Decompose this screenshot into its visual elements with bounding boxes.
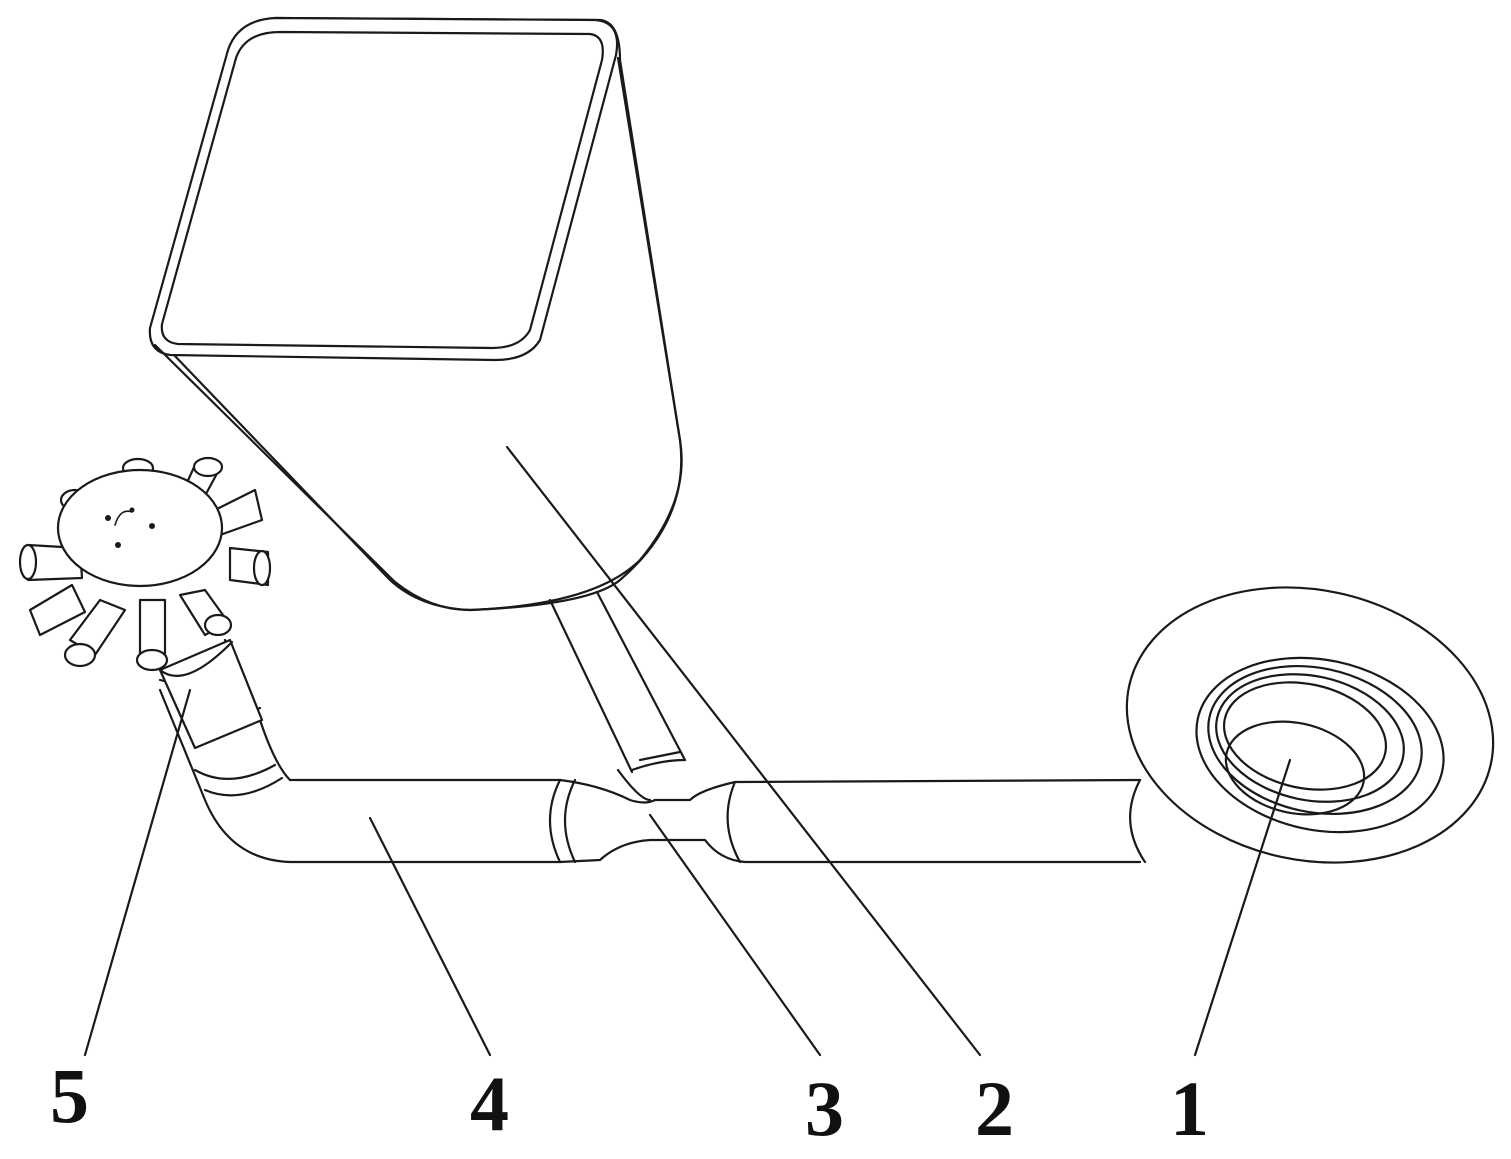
label-part-1: 1 bbox=[1170, 1065, 1209, 1152]
leader-line-3 bbox=[648, 813, 822, 1057]
leader-line-4 bbox=[368, 816, 492, 1057]
leader-line-1 bbox=[1193, 758, 1292, 1057]
label-part-3: 3 bbox=[805, 1065, 844, 1152]
leader-line-2 bbox=[505, 445, 982, 1057]
main-pipe bbox=[288, 778, 1147, 864]
label-part-4: 4 bbox=[470, 1060, 509, 1147]
label-part-2: 2 bbox=[975, 1065, 1014, 1152]
feed-tube bbox=[548, 590, 687, 802]
fan-inlet bbox=[1125, 586, 1495, 864]
leader-line-5 bbox=[83, 688, 192, 1057]
leader-lines bbox=[83, 445, 1292, 1057]
label-part-5: 5 bbox=[50, 1052, 89, 1139]
spray-head bbox=[18, 456, 272, 750]
hopper bbox=[148, 16, 683, 612]
